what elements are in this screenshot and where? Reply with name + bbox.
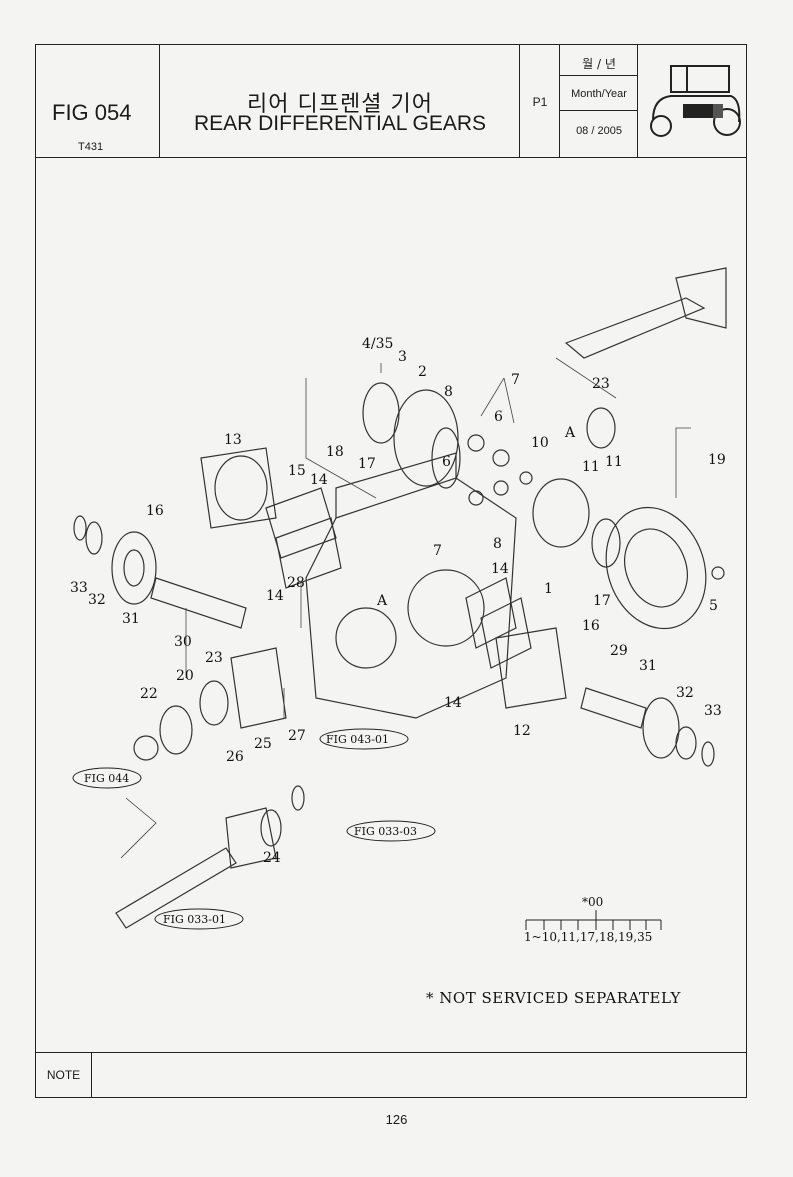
callout-23b: 23 — [205, 650, 223, 666]
callout-14: 14 — [310, 472, 328, 488]
callout-28: 28 — [287, 575, 305, 591]
callout-3: 3 — [398, 349, 407, 365]
callout-33: 33 — [70, 580, 88, 596]
note-label: NOTE — [36, 1052, 92, 1097]
callout-32b: 32 — [676, 685, 694, 701]
footnote: * NOT SERVICED SEPARATELY — [426, 989, 681, 1007]
page-number: 126 — [385, 1112, 408, 1127]
callout-6b: 6 — [442, 454, 451, 470]
callout-17: 17 — [358, 456, 376, 472]
header-icon-cell — [638, 45, 746, 158]
header-title-cell — [160, 45, 520, 158]
kit-range: 1~10,11,17,18,19,35 — [524, 930, 652, 944]
callout-2: 2 — [418, 364, 427, 380]
callout-18: 18 — [326, 444, 344, 460]
ref-fig-044: FIG 044 — [84, 772, 129, 785]
date-label-english: Month/Year — [571, 88, 627, 100]
header-date-divider-2 — [560, 76, 638, 111]
callout-4-35: 4/35 — [362, 336, 393, 352]
callout-20: 20 — [176, 668, 194, 684]
callout-8: 8 — [444, 384, 453, 400]
callout-11: 11 — [582, 459, 600, 475]
callout-24: 24 — [263, 850, 281, 866]
page-code: P1 — [532, 95, 548, 109]
callout-14b: 14 — [266, 588, 284, 604]
header-page-cell — [520, 45, 560, 158]
callout-17b: 17 — [593, 593, 611, 609]
callout-22: 22 — [140, 686, 158, 702]
date-label-korean: 월 / 년 — [582, 57, 616, 71]
callout-13: 13 — [224, 432, 242, 448]
callout-8b: 8 — [493, 536, 502, 552]
callout-a2: A — [376, 593, 388, 609]
callout-10: 10 — [531, 435, 549, 451]
date-value: 08 / 2005 — [576, 125, 622, 137]
callout-29: 29 — [610, 643, 628, 659]
exploded-parts-diagram: 4/35 3 2 8 7 6 10 23 A 11 11 19 13 18 17… — [70, 267, 727, 1007]
title-english: REAR DIFFERENTIAL GEARS — [193, 112, 487, 135]
callout-27: 27 — [288, 728, 306, 744]
callout-25: 25 — [254, 736, 272, 752]
callout-14d: 14 — [444, 695, 462, 711]
callout-30: 30 — [174, 634, 192, 650]
fig-number: FIG 054 — [52, 100, 132, 125]
header-fig-cell — [36, 45, 160, 158]
callout-5: 5 — [709, 598, 718, 614]
callout-32: 32 — [88, 592, 106, 608]
ref-fig-033-03: FIG 033-03 — [354, 825, 417, 838]
callout-1: 1 — [544, 581, 553, 597]
callout-15: 15 — [288, 463, 306, 479]
tractor-icon — [650, 65, 741, 137]
callout-a: A — [564, 425, 576, 441]
callout-31b: 31 — [639, 658, 657, 674]
callout-26: 26 — [226, 749, 244, 765]
callout-11b: 11 — [605, 454, 623, 470]
page-frame — [35, 44, 747, 1098]
model-code: T431 — [78, 141, 104, 153]
callout-6: 6 — [494, 409, 503, 425]
callout-31: 31 — [122, 611, 140, 627]
callout-12: 12 — [513, 723, 531, 739]
ref-fig-043-01: FIG 043-01 — [326, 733, 389, 746]
callout-19: 19 — [708, 452, 726, 468]
title-korean: 리어 디프렌셜 기어 — [247, 92, 433, 117]
callout-14c: 14 — [491, 561, 509, 577]
header-date-divider-1 — [560, 45, 638, 76]
callout-16b: 16 — [582, 618, 600, 634]
callout-33b: 33 — [704, 703, 722, 719]
note-row — [36, 1052, 746, 1097]
callout-16: 16 — [146, 503, 164, 519]
callout-7b: 7 — [433, 543, 442, 559]
callout-23: 23 — [592, 376, 610, 392]
kit-marker: *00 — [582, 895, 603, 909]
ref-fig-033-01: FIG 033-01 — [163, 913, 226, 926]
callout-7: 7 — [511, 372, 520, 388]
